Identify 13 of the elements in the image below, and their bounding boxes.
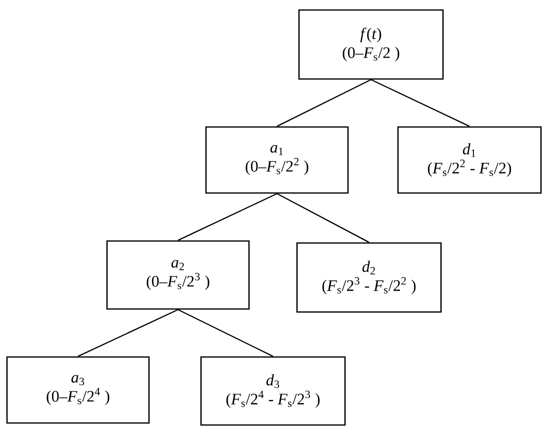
connector-line [370, 79, 470, 127]
connector-line [178, 193, 278, 241]
tree-box: a$_{3}$ (0–F$_{s}$/2$^{4}$ ) [6, 356, 150, 424]
connector-line [276, 79, 372, 127]
tree-box: a$_{2}$ (0–F$_{s}$/2$^{3}$ ) [106, 240, 250, 310]
tree-box: d$_{2}$ (F$_{s}$/2$^{3}$ - F$_{s}$/2$^{2}$ ) [296, 242, 442, 313]
tree-box: d$_{1}$ (F$_{s}$/2$^{2}$ - F$_{s}$/2) [397, 126, 542, 194]
connector-line [276, 193, 370, 243]
tree-box: d$_{3}$ (F$_{s}$/2$^{4}$ - F$_{s}$/2$^{3}$ ) [200, 356, 346, 426]
tree-box: a$_{1}$ (0–F$_{s}$/2$^{2}$ ) [205, 126, 349, 194]
tree-box: f(t) (0–F$_{s}$/2 ) [298, 9, 444, 80]
connector-line [78, 309, 178, 357]
connector-line [178, 309, 274, 357]
